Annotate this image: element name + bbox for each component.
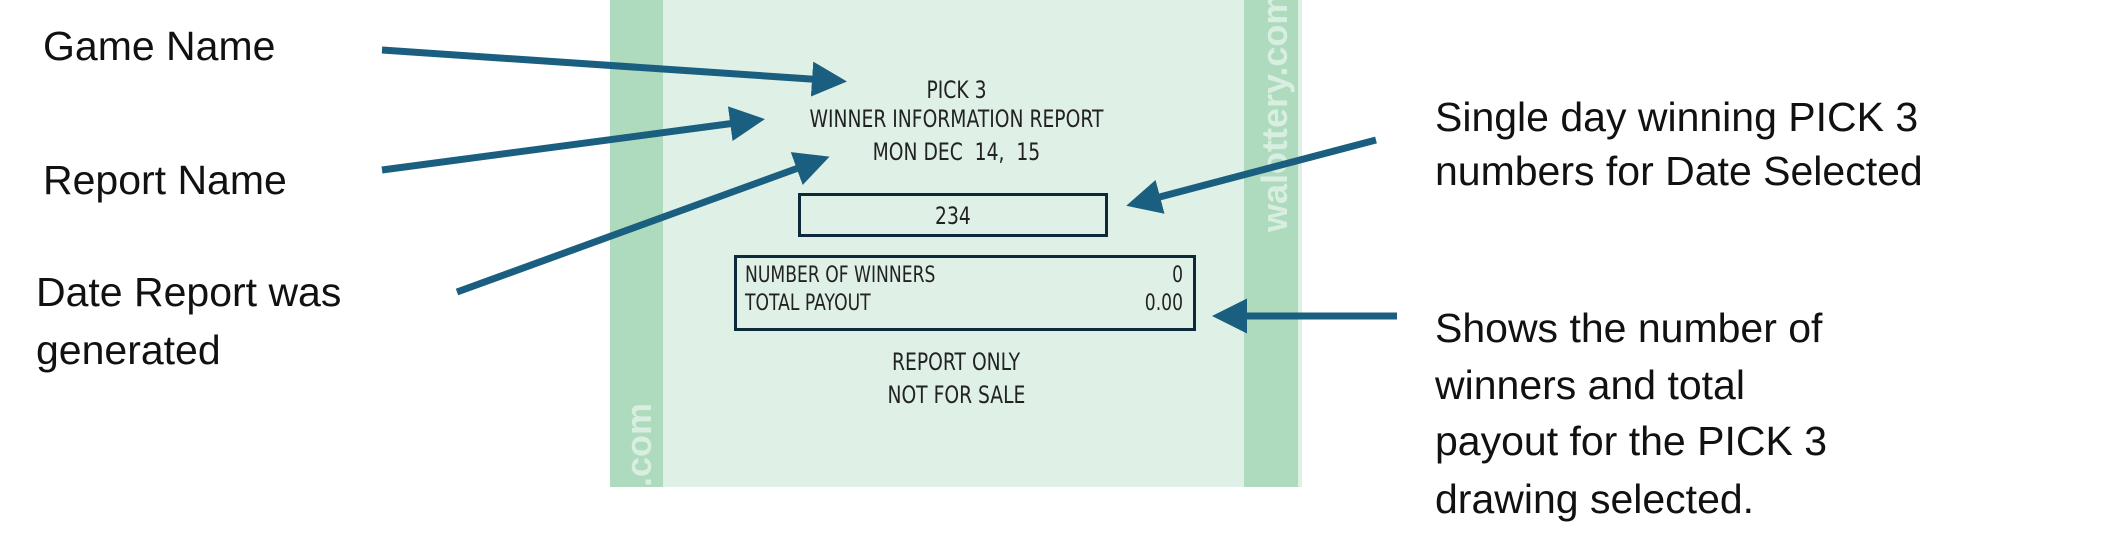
game-name: PICK 3 xyxy=(925,76,987,104)
callout-winning-line2: numbers for Date Selected xyxy=(1435,148,1923,194)
arrow-winning-number xyxy=(1126,136,1377,214)
callout-date-line2: generated xyxy=(36,327,221,373)
report-name: WINNER INFORMATION REPORT xyxy=(809,105,1103,133)
callout-game-name: Game Name xyxy=(43,23,276,69)
footer-not-for-sale: NOT FOR SALE xyxy=(887,381,1025,409)
callout-payout-line1: Shows the number of xyxy=(1435,305,1823,351)
callout-payout-line4: drawing selected. xyxy=(1435,476,1755,522)
arrow-date xyxy=(455,152,830,296)
callout-report-name: Report Name xyxy=(43,157,287,203)
left-stripe: .com xyxy=(610,0,663,487)
winning-number-box: 234 xyxy=(798,193,1108,237)
report-ticket: .com walottery.com PICK 3 WINNER INFORMA… xyxy=(610,0,1302,487)
callout-date-line1: Date Report was xyxy=(36,269,342,315)
right-stripe: walottery.com xyxy=(1244,0,1298,487)
report-date: MON DEC 14, 15 xyxy=(872,138,1040,166)
winning-number: 234 xyxy=(935,202,971,230)
arrow-report-name xyxy=(381,106,765,174)
arrow-game-name xyxy=(381,46,847,97)
callout-payout-line2: winners and total xyxy=(1435,362,1745,408)
footer-report-only: REPORT ONLY xyxy=(891,348,1020,376)
callout-winning-line1: Single day winning PICK 3 xyxy=(1435,94,1919,140)
callout-payout-line3: payout for the PICK 3 xyxy=(1435,418,1828,464)
